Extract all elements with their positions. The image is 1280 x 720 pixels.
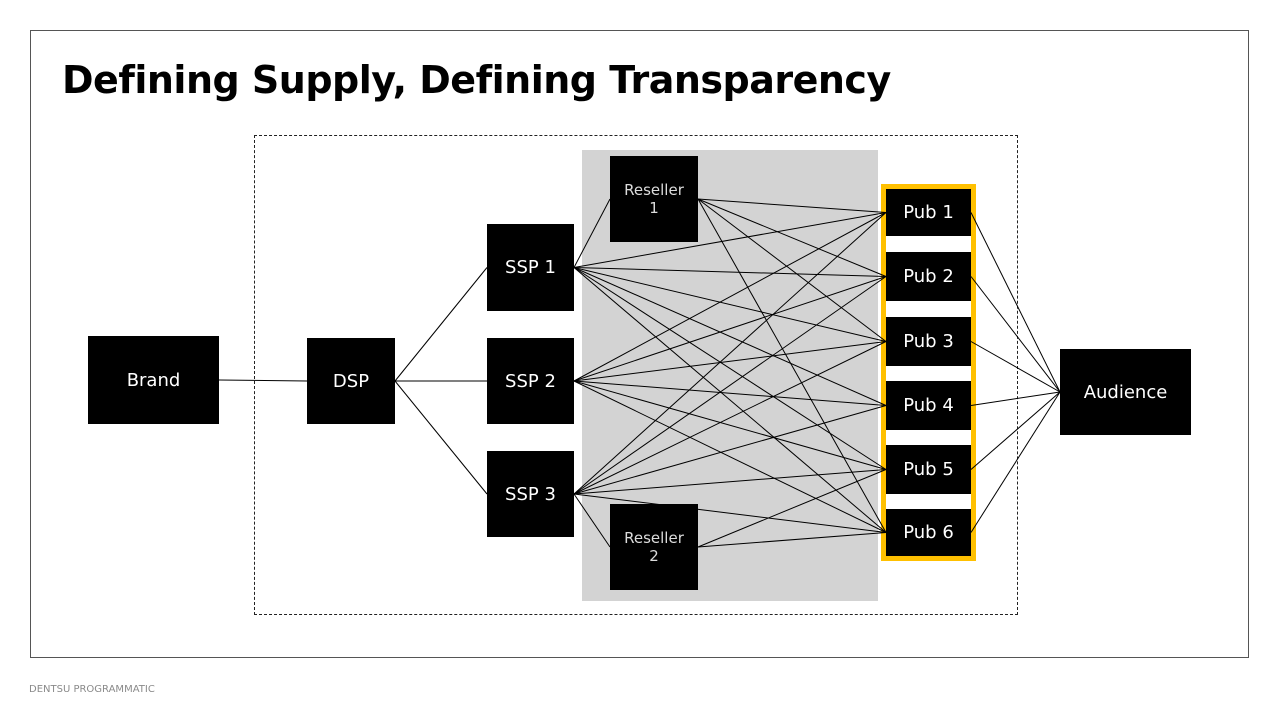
pub-5-node: Pub 5 <box>886 445 971 494</box>
edge-ssp3-pub5 <box>573 469 887 495</box>
edge-brand-dsp <box>218 379 308 382</box>
footer-brand: DENTSU PROGRAMMATIC <box>29 684 155 695</box>
edge-reseller1-pub3 <box>697 198 887 342</box>
pub-1-node: Pub 1 <box>886 189 971 236</box>
edge-ssp3-pub2 <box>573 276 887 495</box>
pub-4-node: Pub 4 <box>886 381 971 430</box>
edge-ssp1-pub1 <box>573 212 887 268</box>
edge-ssp3-pub6 <box>573 493 887 533</box>
edge-ssp1-pub6 <box>573 267 887 533</box>
pub-3-node: Pub 3 <box>886 317 971 366</box>
edge-dsp-ssp3 <box>394 380 488 495</box>
slide-frame <box>30 30 1249 658</box>
edge-ssp3-pub1 <box>573 212 887 495</box>
edge-reseller1-pub2 <box>697 198 887 277</box>
ssp-3-node: SSP 3 <box>487 451 574 537</box>
edge-ssp3-pub3 <box>573 341 887 495</box>
edge-pub6-audience <box>970 391 1061 533</box>
edge-reseller1-pub6 <box>697 198 887 533</box>
edge-ssp2-pub2 <box>573 276 887 382</box>
edge-pub3-audience <box>970 341 1061 393</box>
edge-dsp-ssp1 <box>394 267 488 382</box>
edge-pub1-audience <box>970 212 1061 393</box>
edge-reseller2-pub6 <box>697 532 887 548</box>
reseller-2-node: Reseller 2 <box>610 504 698 590</box>
edge-ssp1-pub4 <box>573 267 887 406</box>
edge-ssp3-pub4 <box>573 405 887 495</box>
ecosystem-boundary <box>254 135 1018 615</box>
edge-reseller1-pub1 <box>697 198 887 213</box>
edge-ssp1-pub2 <box>573 267 887 277</box>
edge-pub2-audience <box>970 276 1061 393</box>
edge-ssp2-pub5 <box>573 380 887 470</box>
edge-ssp2-pub4 <box>573 380 887 406</box>
pub-2-node: Pub 2 <box>886 252 971 301</box>
edge-ssp2-pub1 <box>573 212 887 382</box>
edge-ssp1-reseller1 <box>573 198 611 268</box>
audience-node: Audience <box>1060 349 1191 435</box>
edge-ssp3-reseller2 <box>573 493 611 548</box>
publishers-highlight <box>881 184 976 561</box>
edge-ssp1-pub5 <box>573 267 887 470</box>
reseller-1-node: Reseller 1 <box>610 156 698 242</box>
edge-ssp2-pub3 <box>573 341 887 382</box>
edge-ssp2-pub6 <box>573 380 887 533</box>
page-title: Defining Supply, Defining Transparency <box>62 58 891 102</box>
brand-node: Brand <box>88 336 219 424</box>
pub-6-node: Pub 6 <box>886 509 971 556</box>
dsp-node: DSP <box>307 338 395 424</box>
edge-pub5-audience <box>970 391 1061 470</box>
ssp-2-node: SSP 2 <box>487 338 574 424</box>
edge-reseller2-pub5 <box>697 469 887 548</box>
edge-pub4-audience <box>970 391 1061 406</box>
ssp-1-node: SSP 1 <box>487 224 574 311</box>
edge-ssp1-pub3 <box>573 267 887 342</box>
